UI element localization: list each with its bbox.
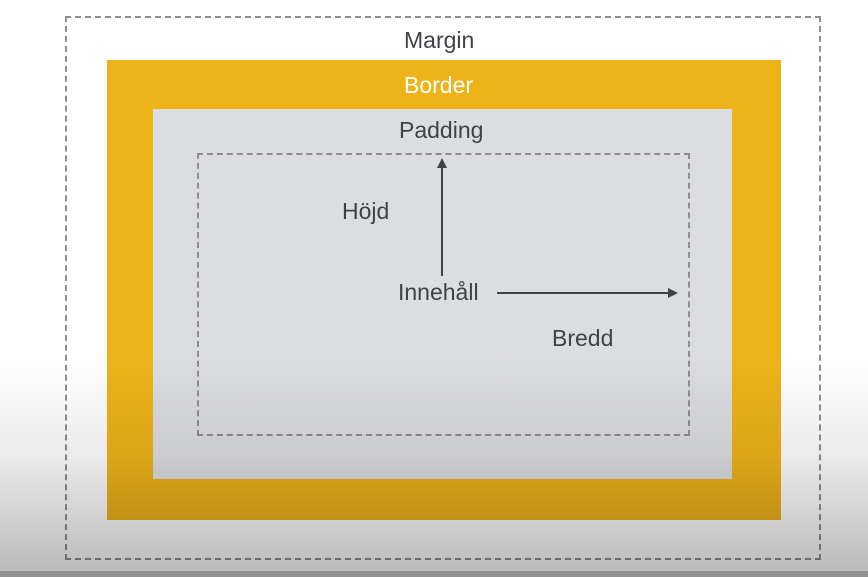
width-label: Bredd xyxy=(552,325,614,351)
margin-label: Margin xyxy=(404,27,475,53)
content-label: Innehåll xyxy=(398,279,479,305)
content-area xyxy=(197,153,690,436)
video-progress-track[interactable] xyxy=(0,571,868,577)
border-label: Border xyxy=(404,72,474,98)
margin-area xyxy=(65,16,821,560)
padding-label: Padding xyxy=(399,117,484,143)
height-label: Höjd xyxy=(342,198,390,224)
